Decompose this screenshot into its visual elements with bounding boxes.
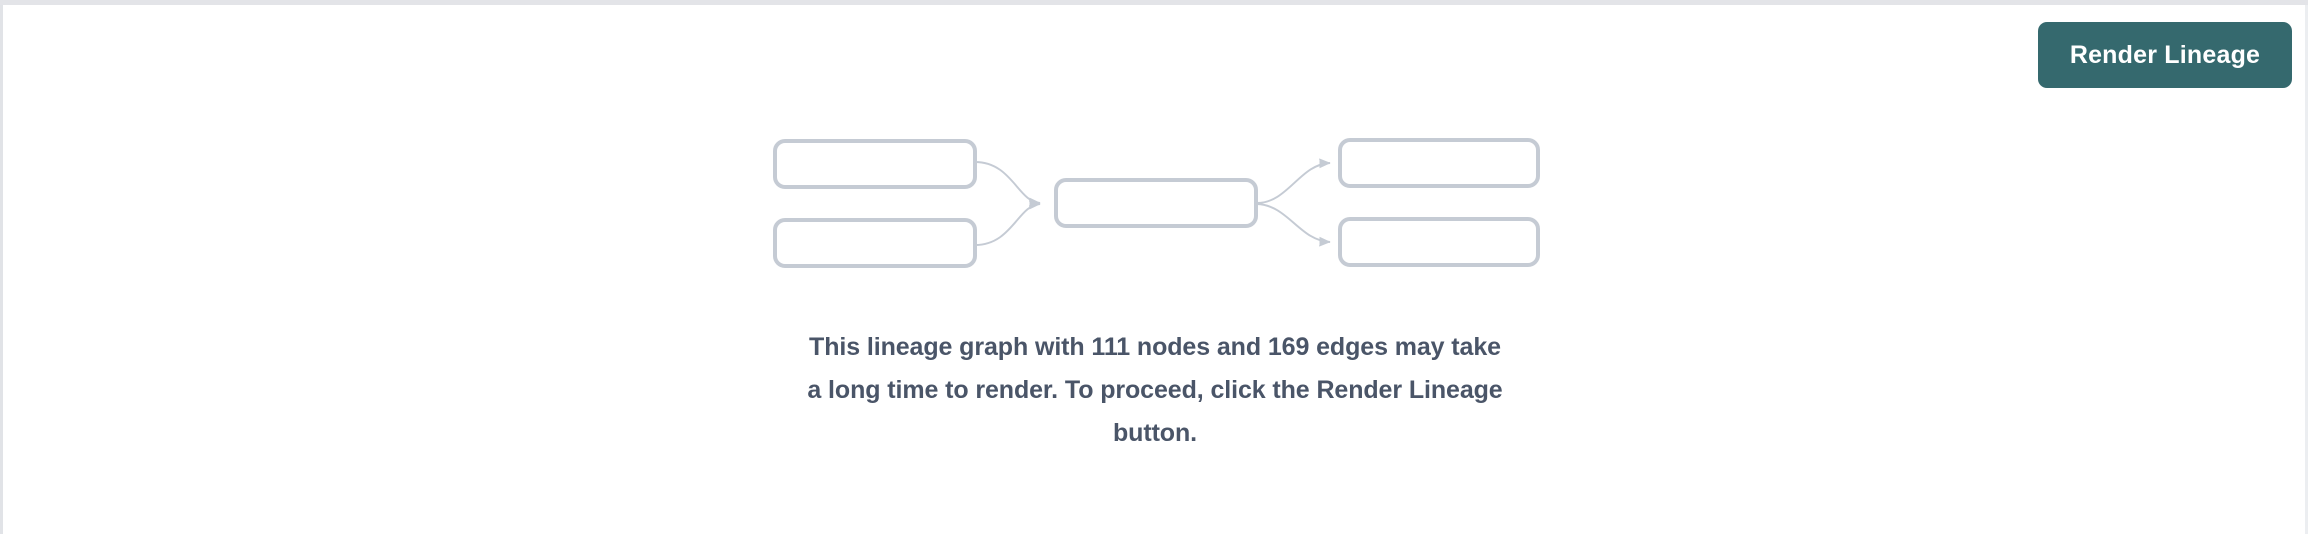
top-border-band [0,0,2308,5]
lineage-edges [974,158,1331,247]
edge-upstream1-to-center [974,161,1041,208]
render-lineage-button[interactable]: Render Lineage [2038,22,2292,88]
lineage-node-upstream-2 [773,218,977,268]
message-line-1: This lineage graph with 111 nodes and 16… [809,333,1501,361]
edge-upstream2-to-center [974,199,1041,246]
lineage-node-center [1054,178,1258,228]
edge-center-to-downstream1 [1256,158,1331,204]
lineage-placeholder-svg [773,138,1540,268]
right-border-rule [2305,5,2308,534]
message-line-3: button. [1113,419,1197,447]
lineage-placeholder-illustration [773,138,1540,268]
lineage-warning-message: This lineage graph with 111 nodes and 16… [754,326,1556,455]
lineage-node-downstream-2 [1338,217,1540,267]
edge-center-to-downstream2 [1256,203,1331,247]
left-border-rule [0,5,3,534]
message-line-2: a long time to render. To proceed, click… [807,376,1503,404]
lineage-node-downstream-1 [1338,138,1540,188]
lineage-node-upstream-1 [773,139,977,189]
lineage-nodes [773,138,1540,268]
render-lineage-button-label: Render Lineage [2069,40,2261,69]
